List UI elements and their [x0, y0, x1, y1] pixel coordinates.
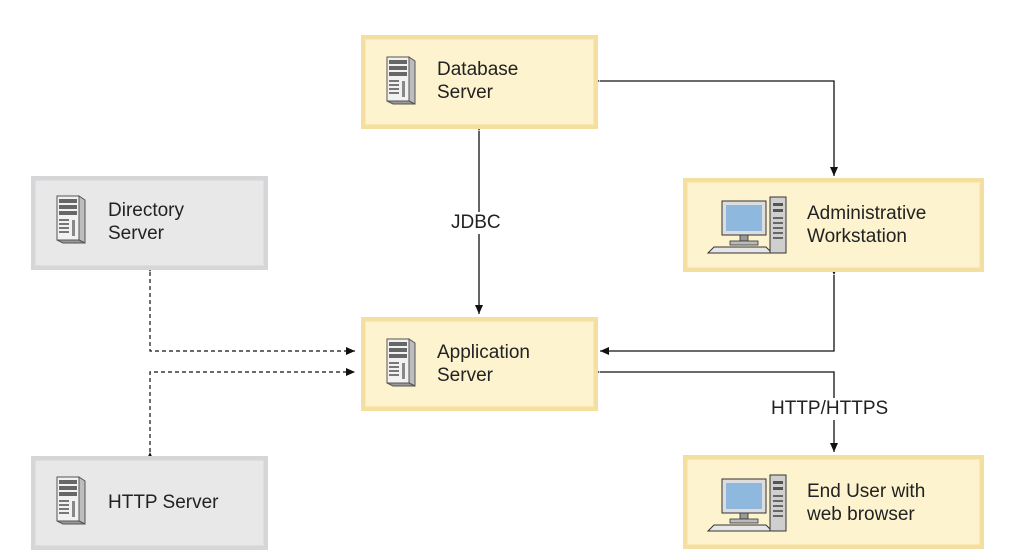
server-icon [56, 195, 86, 244]
directory-server-node [31, 176, 268, 270]
edge-app-enduser [591, 368, 838, 452]
server-icon [56, 476, 86, 525]
admin-workstation-node [683, 178, 984, 272]
http-server-label: HTTP Server [108, 492, 219, 513]
directory-server-label: Directory Server [108, 200, 185, 244]
server-icon [386, 56, 416, 105]
edge-directory-app [146, 263, 355, 355]
workstation-icon [707, 474, 787, 532]
http-https-edge-label: HTTP/HTTPS [769, 398, 891, 420]
end-user-label: End User with web browser [807, 481, 926, 525]
jdbc-edge-label: JDBC [449, 212, 503, 234]
edge-http-app [146, 368, 355, 461]
database-server-label: Database Server [437, 59, 519, 103]
workstation-icon [707, 196, 787, 254]
server-icon [386, 338, 416, 387]
admin-workstation-label: Administrative Workstation [807, 203, 927, 247]
application-server-label: Application Server [437, 342, 530, 386]
edge-admin-app [600, 266, 838, 355]
edge-db-admin [591, 77, 838, 176]
